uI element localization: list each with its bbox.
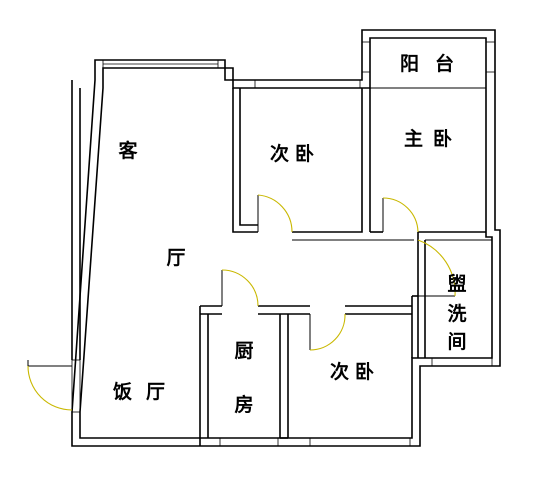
label-master: 主卧: [404, 128, 462, 150]
label-bath-2: 洗: [447, 302, 466, 325]
label-kitchen-2: 房: [234, 393, 253, 416]
windows: [102, 41, 496, 447]
label-balcony: 阳台: [400, 52, 470, 75]
label-kitchen-1: 厨: [234, 340, 253, 362]
label-dining: 饭厅: [112, 380, 179, 403]
doors: [27, 194, 456, 413]
room-labels: 客 厅 次卧 阳台 主卧 盥 洗 间 厨 房 饭厅 次卧: [112, 52, 470, 416]
label-living-left: 客: [118, 139, 138, 162]
internal-walls: [199, 87, 492, 446]
label-bath-3: 间: [447, 331, 466, 353]
label-bedroom3: 次卧: [330, 360, 380, 383]
label-bedroom2-top: 次卧: [270, 142, 320, 165]
label-living-right: 厅: [166, 247, 185, 269]
label-bath-1: 盥: [447, 272, 466, 295]
